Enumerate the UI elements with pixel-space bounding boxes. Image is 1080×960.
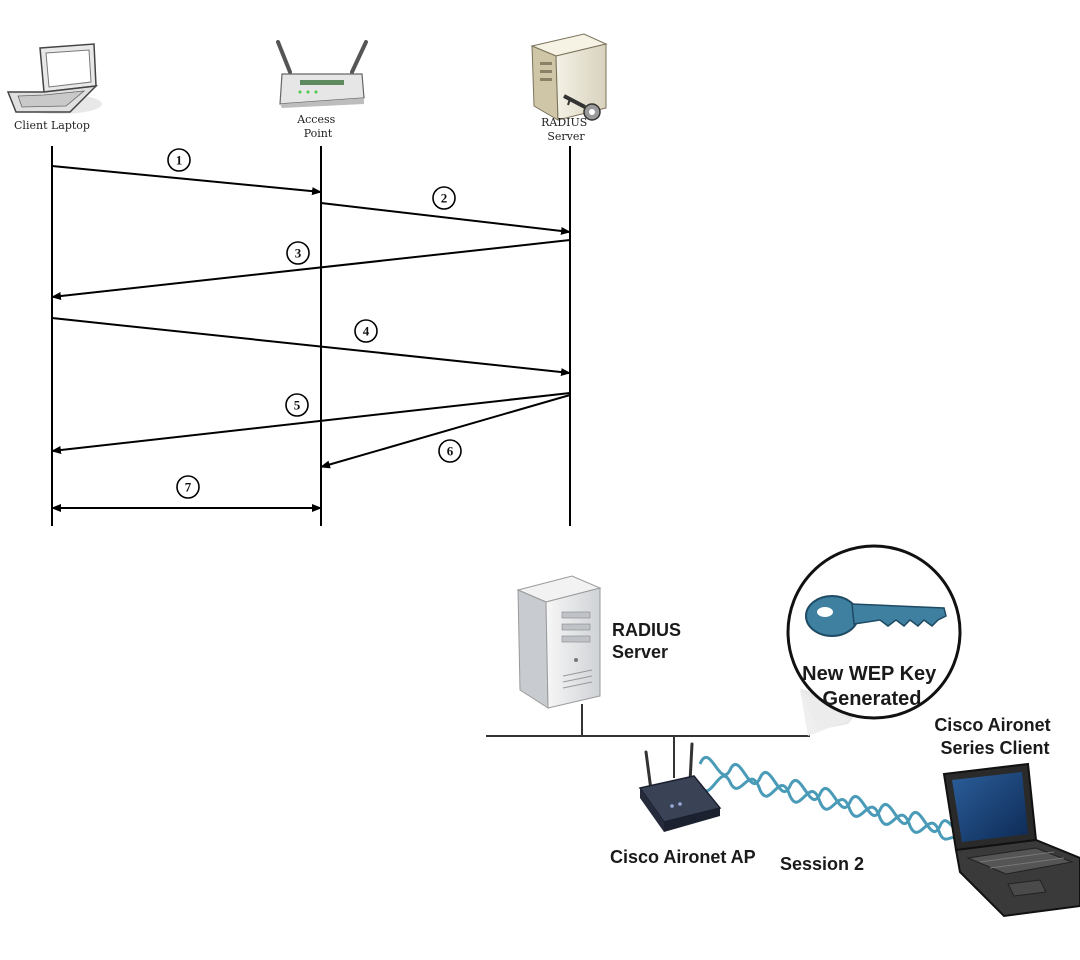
laptop-icon bbox=[6, 43, 102, 114]
message-1: 1 bbox=[51, 148, 322, 196]
client-laptop-icon bbox=[942, 762, 1080, 918]
svg-text:6: 6 bbox=[447, 444, 454, 459]
network-ap-label: Cisco Aironet AP bbox=[610, 847, 756, 867]
network-diagram: RADIUS Server New WEP Key Generated Cisc… bbox=[486, 544, 1080, 918]
wep-key-icon bbox=[805, 595, 947, 637]
message-2: 2 bbox=[320, 186, 571, 235]
svg-text:1: 1 bbox=[176, 153, 183, 168]
message-7: 7 bbox=[51, 475, 322, 512]
message-4: 4 bbox=[51, 317, 571, 377]
svg-text:7: 7 bbox=[185, 480, 192, 495]
actor-label-client: Client Laptop bbox=[14, 119, 90, 132]
cisco-ap-icon bbox=[638, 742, 722, 832]
message-3: 3 bbox=[51, 239, 571, 300]
key-callout-label: New WEP Key Generated bbox=[802, 663, 942, 710]
key-icon bbox=[563, 94, 601, 121]
actor-label-ap: Access Point bbox=[296, 113, 339, 140]
svg-text:3: 3 bbox=[295, 246, 302, 261]
message-5: 5 bbox=[51, 392, 571, 454]
network-client-label: Cisco Aironet Series Client bbox=[934, 715, 1055, 758]
network-radius-label: RADIUS Server bbox=[612, 620, 686, 662]
access-point-icon bbox=[276, 40, 368, 108]
svg-text:2: 2 bbox=[441, 191, 448, 206]
svg-text:4: 4 bbox=[363, 324, 370, 339]
message-6: 6 bbox=[320, 394, 571, 469]
key-callout bbox=[786, 544, 962, 736]
actor-label-radius: RADIUS Server bbox=[541, 116, 591, 143]
sequence-diagram: Client Laptop Access Point bbox=[6, 33, 608, 526]
session-label: Session 2 bbox=[780, 854, 864, 874]
wireless-signal bbox=[698, 755, 960, 842]
svg-text:5: 5 bbox=[294, 398, 301, 413]
server-icon bbox=[516, 575, 602, 709]
